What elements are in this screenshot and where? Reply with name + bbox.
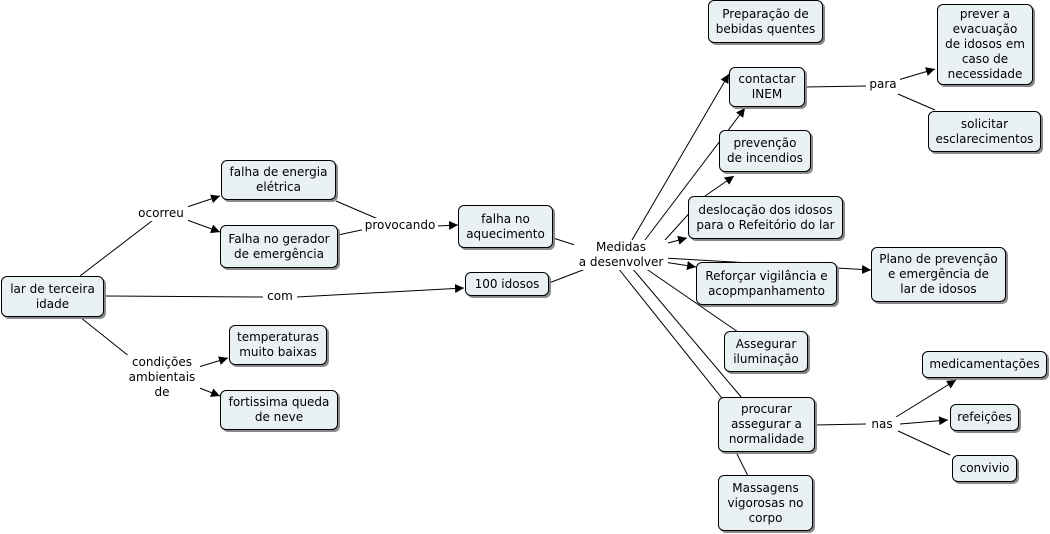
link-nas: nas	[866, 417, 898, 432]
concept-falha-aquecimento[interactable]: falha no aquecimento	[458, 205, 553, 248]
concept-falha-gerador[interactable]: Falha no gerador de emergência	[220, 225, 338, 268]
link-condicoes-ambientais: condições ambientais de	[124, 355, 200, 400]
concept-queda-neve[interactable]: fortissima queda de neve	[220, 390, 338, 430]
concept-falha-energia[interactable]: falha de energia elétrica	[221, 160, 336, 200]
concept-contactar-inem[interactable]: contactar INEM	[729, 67, 805, 107]
link-provocando: provocando	[362, 218, 438, 233]
concept-deslocacao-idosos[interactable]: deslocação dos idosos para o Refeitório …	[688, 196, 843, 239]
concept-refeicoes[interactable]: refeições	[950, 404, 1019, 431]
concept-assegurar-normalidade[interactable]: procurar assegurar a normalidade	[718, 397, 815, 452]
concept-prevencao-incendios[interactable]: prevenção de incendios	[719, 130, 811, 172]
concept-plano-prevencao[interactable]: Plano de prevenção e emergência de lar d…	[871, 247, 1006, 302]
concept-massagens[interactable]: Massagens vigorosas no corpo	[718, 475, 813, 531]
concept-convivio[interactable]: convivio	[952, 455, 1017, 482]
concept-medicamentacoes[interactable]: medicamentações	[922, 351, 1047, 378]
concept-temperaturas[interactable]: temperaturas muito baixas	[229, 325, 327, 365]
link-com: com	[263, 289, 297, 304]
concept-lar-terceira-idade[interactable]: lar de terceira idade	[1, 276, 104, 317]
concept-bebidas-quentes[interactable]: Preparação de bebidas quentes	[708, 0, 823, 43]
concept-solicitar-esclarecimentos[interactable]: solicitar esclarecimentos	[928, 111, 1041, 152]
concept-100-idosos[interactable]: 100 idosos	[465, 272, 549, 296]
concept-assegurar-iluminacao[interactable]: Assegurar iluminação	[724, 331, 808, 372]
link-medidas-desenvolver: Medidas a desenvolver	[574, 240, 668, 270]
concept-reforcar-vigilancia[interactable]: Reforçar vigilância e acopmpanhamento	[696, 262, 837, 305]
link-para: para	[866, 77, 900, 92]
link-ocorreu: ocorreu	[134, 206, 188, 221]
concept-prever-evacuacao[interactable]: prever a evacuação de idosos em caso de …	[937, 4, 1033, 85]
